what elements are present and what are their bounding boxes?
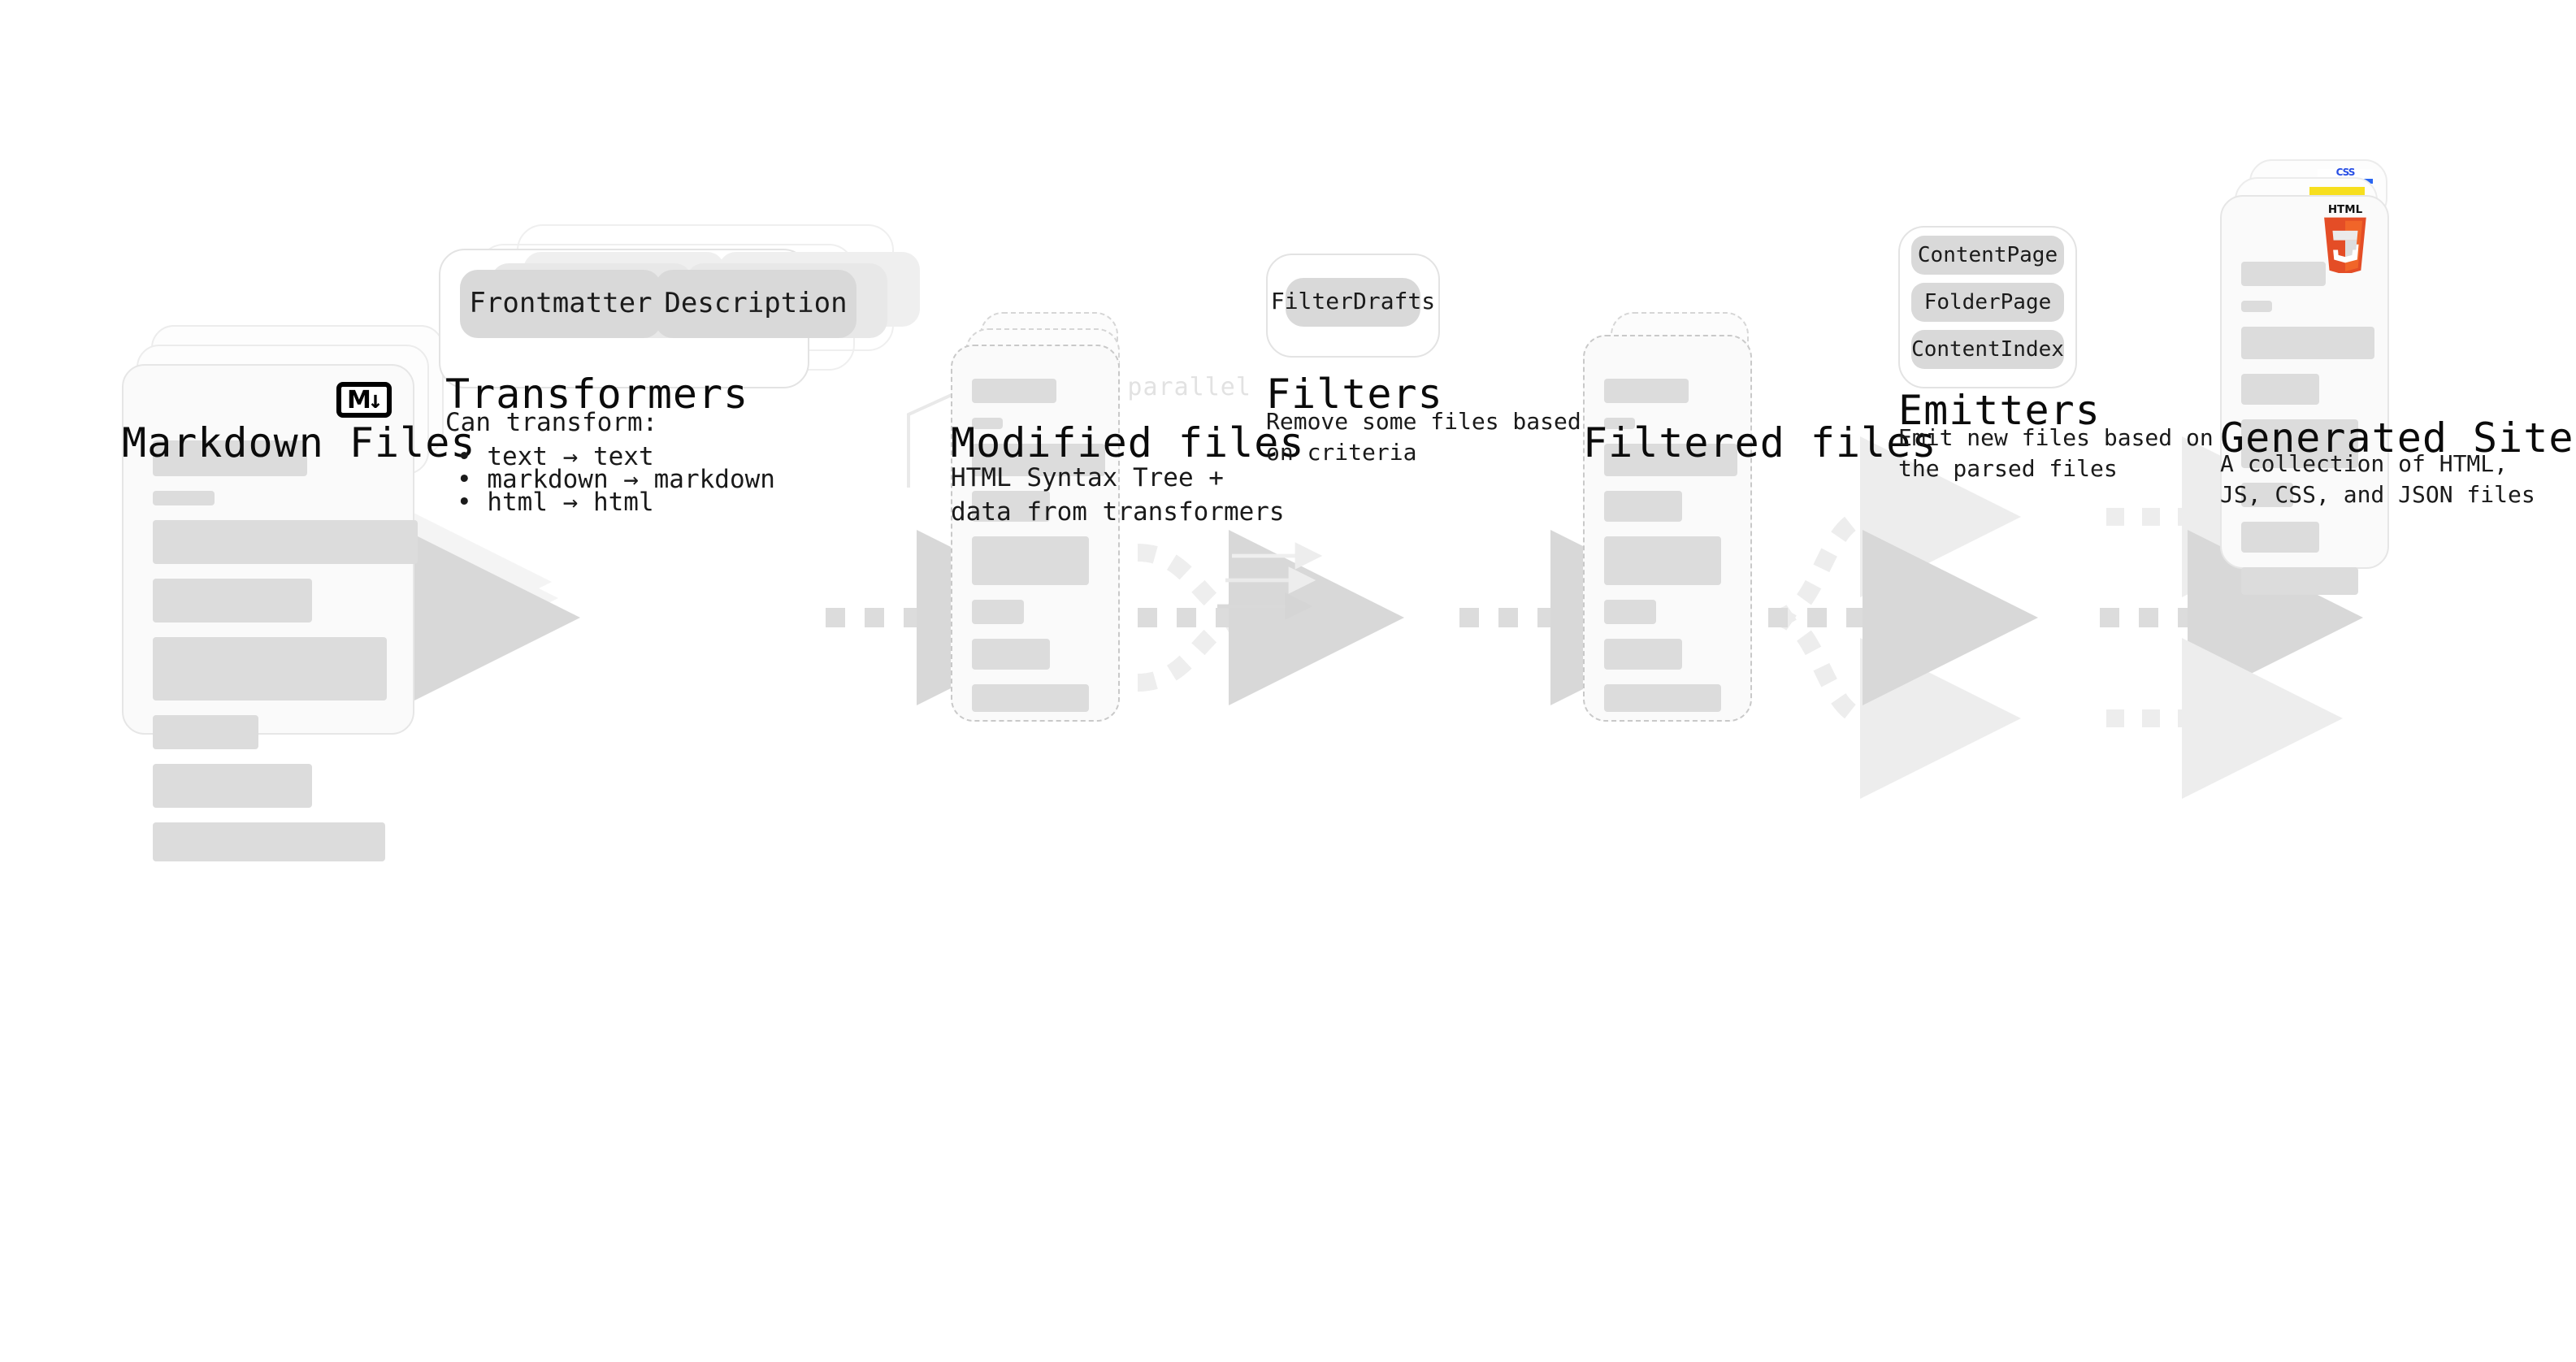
modified-files-title: Modified files (951, 419, 1305, 466)
doc-bar (2241, 483, 2293, 507)
html5-icon: HTML (2324, 205, 2366, 273)
emitters-title: Emitters (1898, 387, 2101, 434)
doc-bar (2241, 419, 2358, 468)
doc-bar (1604, 418, 1635, 429)
doc-bar (1604, 536, 1721, 585)
filtered-files-title: Filtered files (1583, 419, 1937, 466)
css3-icon-label: CSS (2335, 167, 2356, 179)
doc-bar (153, 579, 312, 622)
doc-bar (2241, 567, 2358, 595)
doc-bar (1604, 684, 1721, 712)
doc-bar (2241, 522, 2319, 553)
transformers-bullet-1: • markdown → markdown (457, 465, 775, 494)
doc-bar (972, 418, 1003, 429)
svg-text:HTML: HTML (2328, 205, 2363, 216)
transformer-chip-frontmatter[interactable]: Frontmatter (460, 270, 661, 338)
doc-bar (153, 520, 418, 564)
filtered-card-front (1583, 335, 1752, 722)
doc-bar (2241, 374, 2319, 405)
doc-bar (1604, 379, 1689, 403)
modified-card-front (951, 345, 1120, 722)
markdown-icon-letter: M (347, 384, 371, 414)
doc-bar (972, 536, 1089, 585)
arrow-emitters-to-site (2100, 436, 2363, 799)
doc-bar (972, 444, 1105, 476)
filters-title: Filters (1266, 371, 1443, 418)
transformer-inner-arrows (1217, 542, 1323, 620)
markdown-card-bars (153, 440, 418, 876)
doc-bar (972, 639, 1050, 670)
doc-bar (2241, 327, 2374, 359)
doc-bar (972, 684, 1089, 712)
doc-bar (1604, 444, 1737, 476)
doc-bar (153, 491, 215, 505)
doc-bar (1604, 491, 1682, 522)
filters-subtitle: Remove some files based on criteria (1266, 410, 1581, 466)
doc-bar (972, 600, 1024, 624)
generated-site-title: Generated Site (2220, 414, 2574, 462)
generated-site-subtitle: A collection of HTML, JS, CSS, and JSON … (2220, 452, 2535, 509)
markdown-files-title: Markdown Files (122, 419, 476, 466)
arrow-filtered-to-emitters (1768, 436, 2038, 799)
emitters-subtitle: Emit new files based on the parsed files (1898, 426, 2214, 483)
pipeline-diagram: M↓ Markdown Files Frontmatter Descriptio… (122, 159, 2574, 861)
site-card-bars (2241, 262, 2374, 609)
arrow-modified-to-filters (1137, 530, 1404, 705)
doc-bar (1604, 600, 1656, 624)
emitter-chip-folderpage[interactable]: FolderPage (1911, 283, 2064, 322)
doc-bar (153, 440, 307, 476)
transformers-bullet-0: • text → text (457, 442, 654, 471)
doc-bar (972, 491, 1050, 522)
emitter-chip-contentindex[interactable]: ContentIndex (1911, 330, 2064, 369)
filter-chip-filterdrafts[interactable]: FilterDrafts (1271, 278, 1435, 327)
emitter-chip-contentpage[interactable]: ContentPage (1911, 236, 2064, 275)
doc-bar (2241, 301, 2272, 312)
doc-bar (153, 822, 385, 861)
doc-bar (153, 637, 387, 701)
transformers-bullet-2: • html → html (457, 488, 654, 517)
transformer-chip-description[interactable]: Description (655, 270, 856, 338)
doc-bar (153, 715, 258, 749)
doc-bar (153, 764, 312, 808)
transformers-subtitle: Can transform: (445, 408, 658, 437)
doc-bar (1604, 639, 1682, 670)
markdown-icon: M↓ (336, 382, 392, 418)
doc-bar (2241, 262, 2326, 286)
doc-bar (972, 379, 1056, 403)
modified-files-subtitle: HTML Syntax Tree + data from transformer… (951, 463, 1285, 527)
site-card-html: HTML (2220, 195, 2389, 595)
transformers-title: Transformers (445, 371, 749, 418)
markdown-icon-arrow: ↓ (367, 384, 383, 414)
